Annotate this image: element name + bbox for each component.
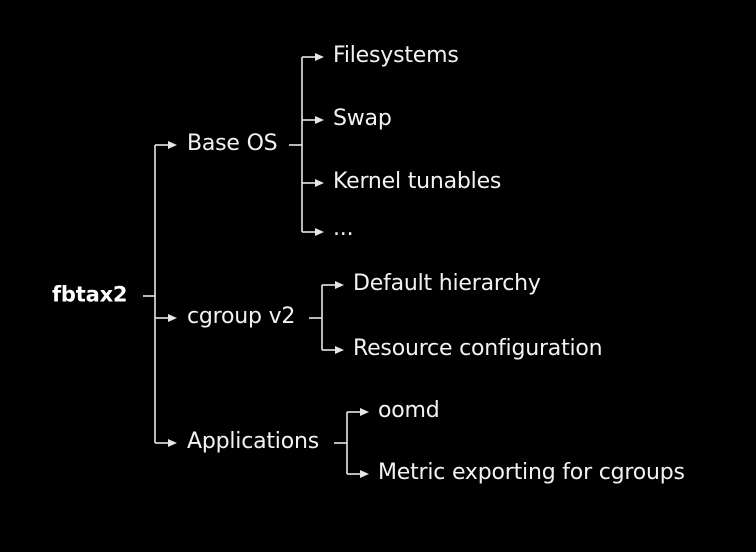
node-resource-configuration: Resource configuration: [353, 335, 603, 361]
arrowhead-icon: [315, 116, 324, 124]
node-cgroup-v2: cgroup v2: [187, 303, 296, 329]
node-base-os: Base OS: [187, 130, 278, 156]
arrowhead-icon: [168, 439, 177, 447]
node-ellipsis: ...: [333, 215, 354, 241]
arrowhead-icon: [335, 281, 344, 289]
root-node: fbtax2: [52, 282, 128, 307]
arrowhead-icon: [168, 141, 177, 149]
arrowhead-icon: [315, 53, 324, 61]
arrowhead-icon: [360, 408, 369, 416]
arrowhead-icon: [315, 179, 324, 187]
arrowhead-icon: [168, 314, 177, 322]
node-applications: Applications: [187, 428, 319, 454]
node-filesystems: Filesystems: [333, 42, 459, 68]
arrowhead-icon: [315, 228, 324, 236]
node-kernel-tunables: Kernel tunables: [333, 168, 502, 194]
arrowhead-icon: [360, 470, 369, 478]
node-default-hierarchy: Default hierarchy: [353, 270, 541, 296]
node-swap: Swap: [333, 105, 392, 131]
arrowhead-icon: [335, 346, 344, 354]
node-metric-exporting: Metric exporting for cgroups: [378, 459, 685, 485]
node-oomd: oomd: [378, 397, 440, 423]
